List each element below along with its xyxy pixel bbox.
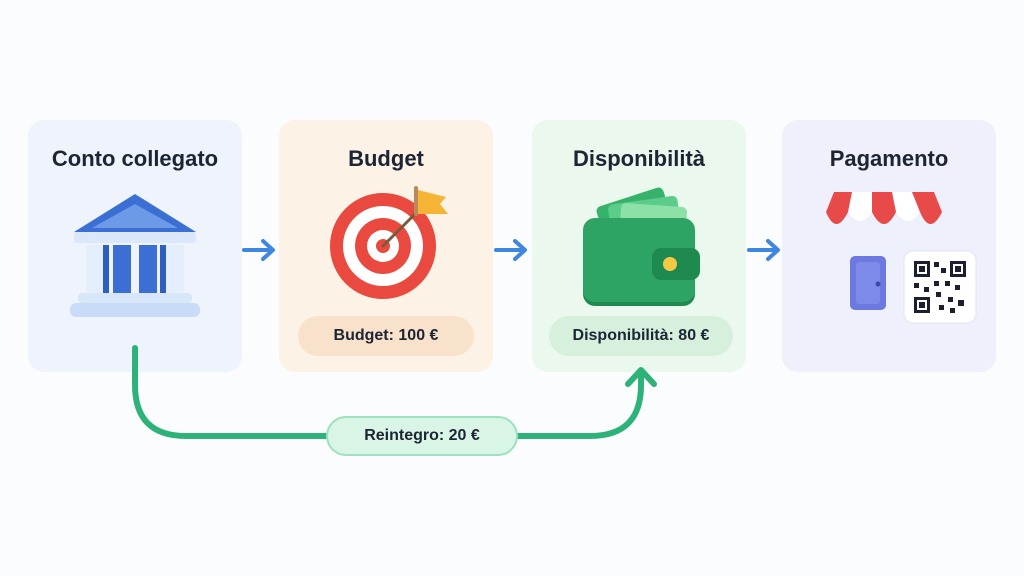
store-qr-icon [826, 192, 977, 324]
step-title-budget: Budget [348, 146, 424, 171]
budget-value-pill: Budget: 100 € [298, 316, 474, 356]
flow-arrow-3 [747, 239, 780, 261]
availability-value-pill: Disponibilità: 80 € [549, 316, 733, 356]
wallet-icon [583, 187, 700, 306]
refill-label-pill: Reintegro: 20 € [326, 416, 518, 456]
flow-arrow-2 [494, 239, 527, 261]
step-title-disponibilita: Disponibilità [573, 146, 705, 171]
bank-icon [70, 194, 200, 317]
step-title-conto-collegato: Conto collegato [51, 146, 219, 171]
step-title-pagamento: Pagamento [829, 146, 949, 171]
flow-arrow-1 [242, 239, 275, 261]
target-flag-icon [330, 186, 448, 299]
step-card-conto-collegato [28, 120, 242, 372]
